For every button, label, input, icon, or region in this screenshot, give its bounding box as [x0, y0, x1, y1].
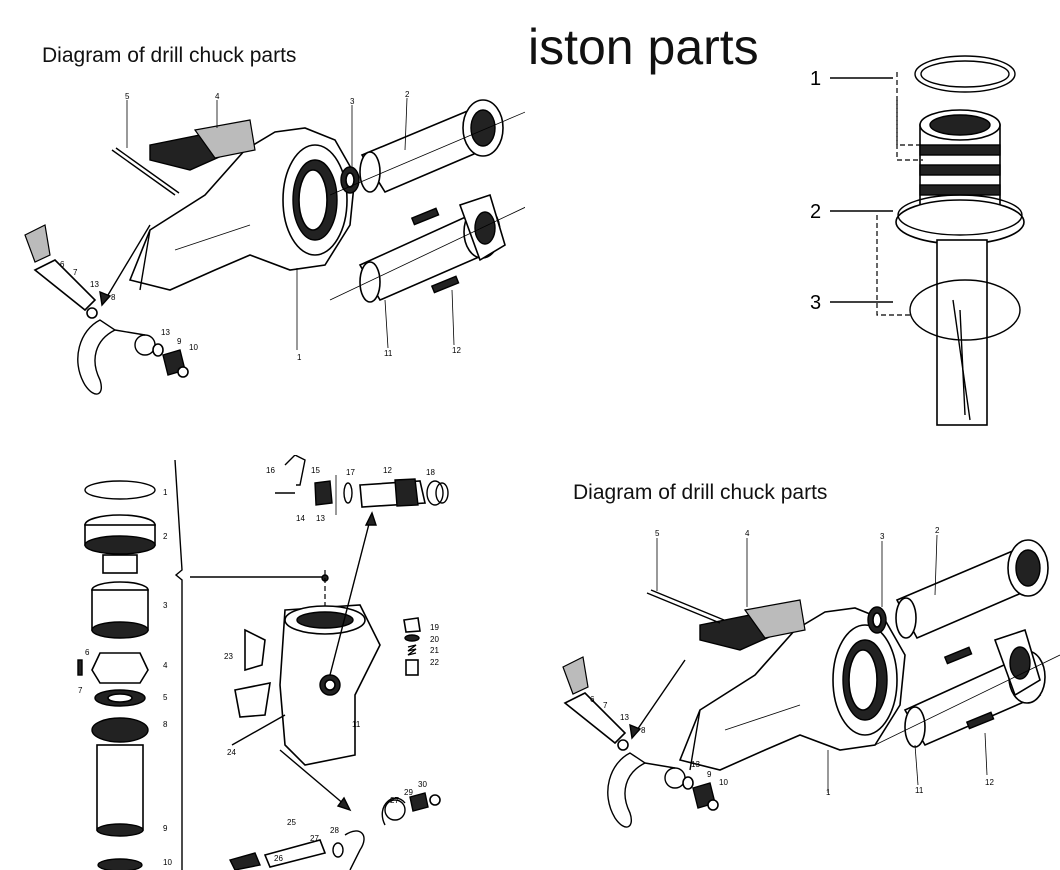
callout-1: 1	[810, 68, 821, 90]
callout-20: 20	[430, 635, 439, 644]
callout-8: 8	[163, 720, 168, 729]
callout-5: 5	[655, 529, 660, 538]
assembly-drawing: 1 2 3 4 5 6 7 8 9 10 11 12 13 14 15 16 1…	[77, 455, 449, 870]
callout-4: 4	[215, 92, 220, 101]
callout-11: 11	[384, 349, 393, 358]
callout-10: 10	[163, 858, 172, 867]
callout-24: 24	[227, 748, 236, 757]
callout-12: 12	[452, 346, 461, 355]
callout-4: 4	[163, 661, 168, 670]
drill-assembly-diagram: 1 2 3 4 5 6 7 8 9 10 11 12 13 14 15 16 1…	[0, 455, 525, 870]
callout-3: 3	[880, 532, 885, 541]
callout-2: 2	[163, 532, 168, 541]
piston-drawing: 1 2 3	[810, 55, 1025, 426]
callout-27a: 27	[310, 834, 319, 843]
callout-29: 29	[404, 788, 413, 797]
callout-23: 23	[224, 652, 233, 661]
callout-2: 2	[405, 90, 410, 99]
callout-12: 12	[985, 778, 994, 787]
callout-9: 9	[163, 824, 168, 833]
callout-6: 6	[85, 648, 90, 657]
callout-10: 10	[189, 343, 198, 352]
callout-18: 18	[426, 468, 435, 477]
diagram-title: Diagram of drill chuck parts	[42, 44, 297, 67]
callout-3: 3	[350, 97, 355, 106]
callout-7: 7	[78, 686, 83, 695]
callout-8: 8	[111, 293, 116, 302]
callout-11: 11	[915, 786, 924, 795]
exploded-view-drawing: 1 2 3 4 5 6 7 8 9 10 11 12 13 13	[24, 90, 525, 395]
callout-5: 5	[125, 92, 130, 101]
callout-3: 3	[163, 601, 168, 610]
callout-25: 25	[287, 818, 296, 827]
callout-17: 17	[346, 468, 355, 477]
drill-chuck-diagram-top: Diagram of drill chuck parts	[0, 0, 525, 420]
callout-27b: 27	[390, 796, 399, 805]
callout-3: 3	[810, 292, 821, 314]
diagram-title: Diagram of drill chuck parts	[573, 481, 828, 504]
callout-13a: 13	[90, 280, 99, 289]
callout-9: 9	[177, 337, 182, 346]
callout-4: 4	[745, 529, 750, 538]
callout-1: 1	[297, 353, 302, 362]
callout-10: 10	[719, 778, 728, 787]
callout-6: 6	[590, 695, 595, 704]
callout-28: 28	[330, 826, 339, 835]
callout-19: 19	[430, 623, 439, 632]
callout-9: 9	[707, 770, 712, 779]
callout-22: 22	[430, 658, 439, 667]
callout-2: 2	[935, 526, 940, 535]
callout-13b: 13	[691, 760, 700, 769]
callout-6: 6	[60, 260, 65, 269]
piston-parts-diagram: iston parts 1 2 3	[525, 0, 1060, 440]
callout-2: 2	[810, 201, 821, 223]
callout-1: 1	[163, 488, 168, 497]
callout-13a: 13	[620, 713, 629, 722]
callout-21: 21	[430, 646, 439, 655]
diagram-title: iston parts	[528, 19, 759, 75]
callout-7: 7	[73, 268, 78, 277]
callout-11: 11	[352, 720, 361, 729]
callout-30: 30	[418, 780, 427, 789]
callout-13b: 13	[161, 328, 170, 337]
callout-16: 16	[266, 466, 275, 475]
drill-chuck-diagram-bottom: Diagram of drill chuck parts	[525, 455, 1060, 870]
callout-12: 12	[383, 466, 392, 475]
callout-26: 26	[274, 854, 283, 863]
callout-13: 13	[316, 514, 325, 523]
callout-15: 15	[311, 466, 320, 475]
exploded-view-drawing: 1 2 3 4 5 6 7 8 9 10 11 12 13 13	[562, 526, 1060, 828]
callout-8: 8	[641, 726, 646, 735]
callout-7: 7	[603, 701, 608, 710]
callout-14: 14	[296, 514, 305, 523]
callout-1: 1	[826, 788, 831, 797]
callout-5: 5	[163, 693, 168, 702]
